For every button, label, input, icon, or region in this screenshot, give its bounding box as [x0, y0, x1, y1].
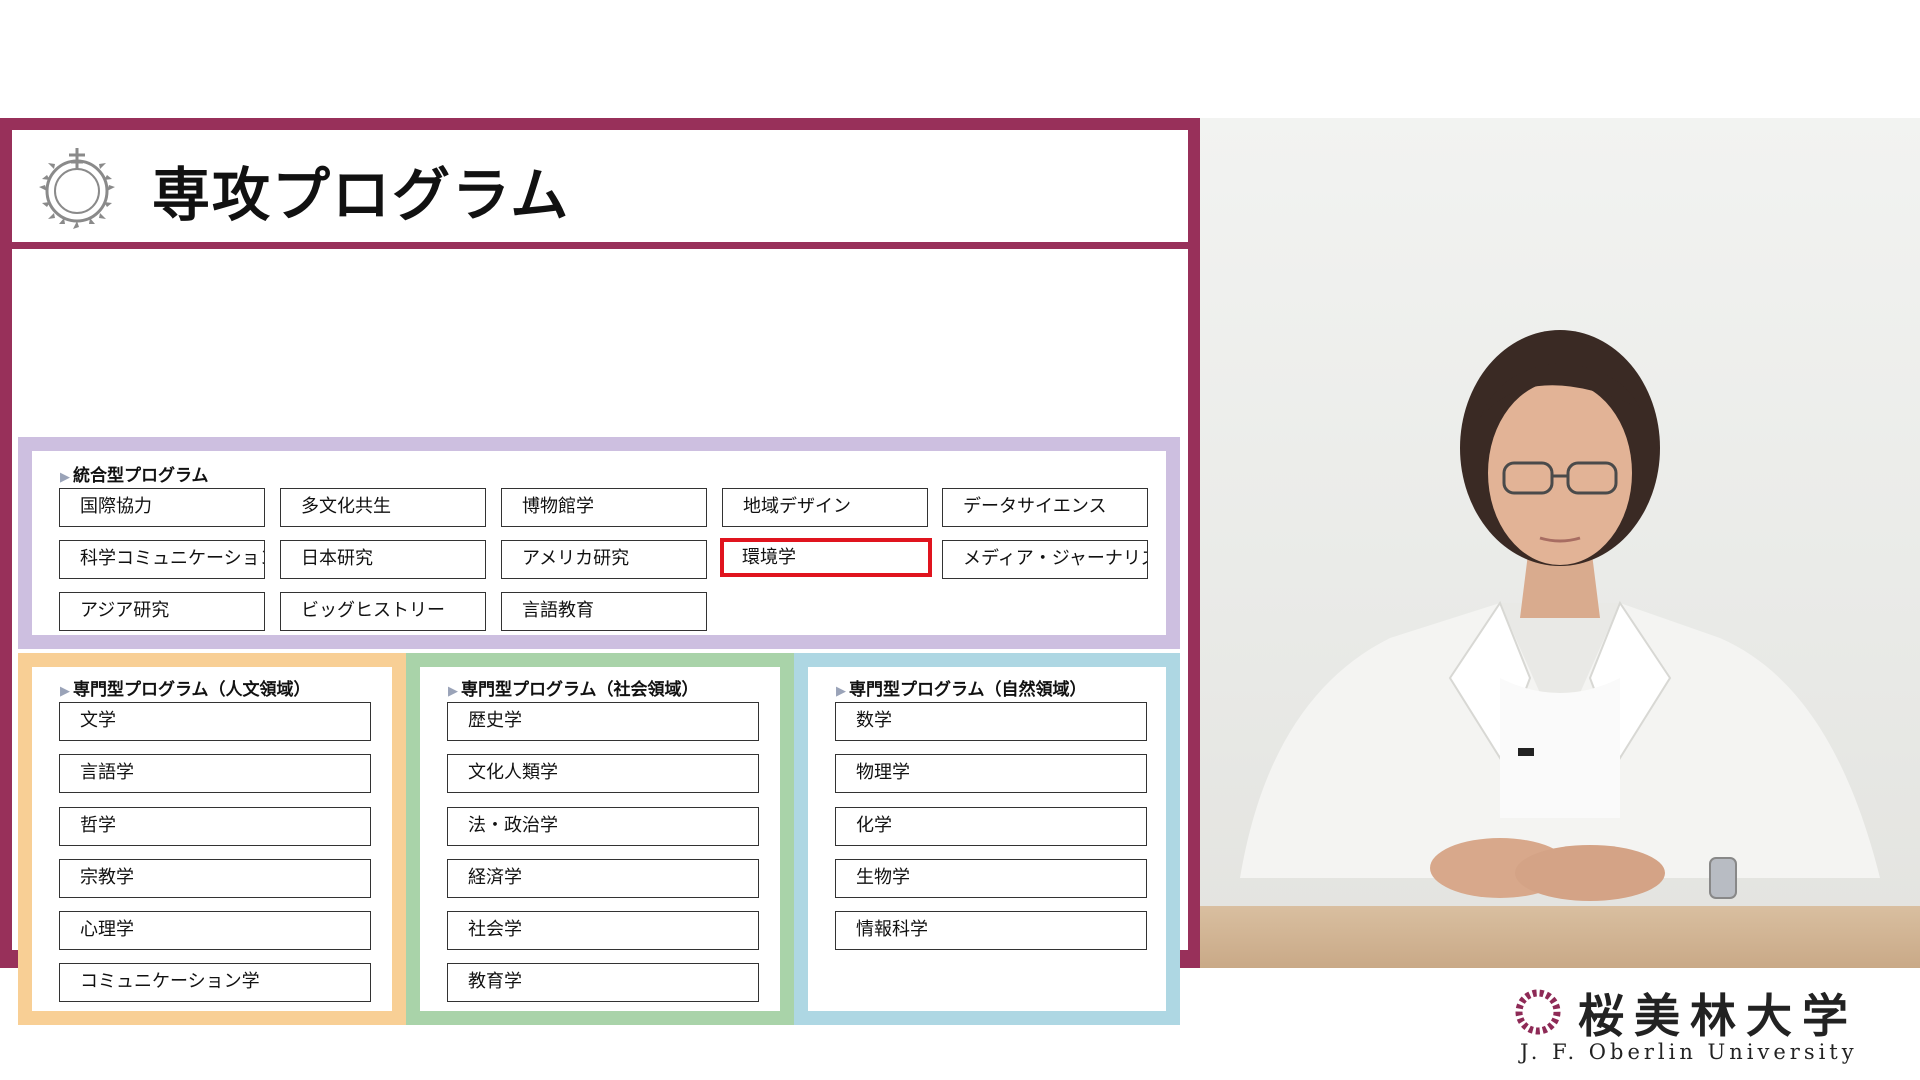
integrated-program-group: ▶統合型プログラム 国際協力 多文化共生 博物館学 地域デザイン データサイエン… [18, 437, 1180, 649]
presenter-video [1200, 118, 1920, 968]
program-ho-seijigaku: 法・政治学 [447, 807, 759, 846]
university-name-english: J. F. Oberlin University [1520, 1040, 1858, 1064]
program-rekishigaku: 歴史学 [447, 702, 759, 741]
slide: 専攻プログラム ▶統合型プログラム 国際協力 多文化共生 博物館学 地域デザイン… [0, 118, 1200, 1025]
wreath-logo-icon [39, 148, 115, 229]
program-media-journalism: メディア・ジャーナリズム [942, 540, 1148, 579]
program-communication-gaku: コミュニケーション学 [59, 963, 371, 1002]
program-seibutsugaku: 生物学 [835, 859, 1147, 898]
program-tabunka-kyosei: 多文化共生 [280, 488, 486, 527]
program-chiiki-design: 地域デザイン [722, 488, 928, 527]
program-joho-kagaku: 情報科学 [835, 911, 1147, 950]
desk-surface [1200, 906, 1920, 968]
natural-group-title: ▶専門型プログラム（自然領域） [836, 680, 1087, 700]
program-butsurigaku: 物理学 [835, 754, 1147, 793]
program-bungaku: 文学 [59, 702, 371, 741]
program-bunka-jinruigaku: 文化人類学 [447, 754, 759, 793]
triangle-bullet-icon: ▶ [60, 684, 70, 699]
triangle-bullet-icon: ▶ [60, 470, 70, 485]
program-america-kenkyu: アメリカ研究 [501, 540, 707, 579]
social-program-group: ▶専門型プログラム（社会領域） 歴史学 文化人類学 法・政治学 経済学 社会学 … [406, 653, 794, 1025]
triangle-bullet-icon: ▶ [448, 684, 458, 699]
program-kagaku: 化学 [835, 807, 1147, 846]
program-keizaigaku: 経済学 [447, 859, 759, 898]
humanities-program-group: ▶専門型プログラム（人文領域） 文学 言語学 哲学 宗教学 心理学 コミュニケー… [18, 653, 406, 1025]
triangle-bullet-icon: ▶ [836, 684, 846, 699]
slide-title: 専攻プログラム [152, 161, 571, 229]
program-gengo-kyoiku: 言語教育 [501, 592, 707, 631]
social-group-title: ▶専門型プログラム（社会領域） [448, 680, 699, 700]
program-kyoikugaku: 教育学 [447, 963, 759, 1002]
program-big-history: ビッグヒストリー [280, 592, 486, 631]
program-gengogaku: 言語学 [59, 754, 371, 793]
program-shinrigaku: 心理学 [59, 911, 371, 950]
university-emblem-icon [1515, 989, 1561, 1035]
program-kokusai-kyoryoku: 国際協力 [59, 488, 265, 527]
program-sugaku: 数学 [835, 702, 1147, 741]
slide-body: ▶統合型プログラム 国際協力 多文化共生 博物館学 地域デザイン データサイエン… [12, 249, 1188, 1025]
program-shukyogaku: 宗教学 [59, 859, 371, 898]
humanities-group-title: ▶専門型プログラム（人文領域） [60, 680, 311, 700]
university-name: 桜美林大学 [1578, 989, 1858, 1043]
program-asia-kenkyu: アジア研究 [59, 592, 265, 631]
program-shakaigaku: 社会学 [447, 911, 759, 950]
natural-program-group: ▶専門型プログラム（自然領域） 数学 物理学 化学 生物学 情報科学 [794, 653, 1180, 1025]
program-kankyogaku-selected: 環境学 [720, 538, 932, 577]
program-nihon-kenkyu: 日本研究 [280, 540, 486, 579]
integrated-group-title: ▶統合型プログラム [60, 466, 209, 486]
slide-header: 専攻プログラム [12, 130, 1188, 242]
program-science-communication: 科学コミュニケーション [59, 540, 265, 579]
presenter-figure [1240, 330, 1880, 901]
program-hakubutsukangaku: 博物館学 [501, 488, 707, 527]
program-data-science: データサイエンス [942, 488, 1148, 527]
program-tetsugaku: 哲学 [59, 807, 371, 846]
